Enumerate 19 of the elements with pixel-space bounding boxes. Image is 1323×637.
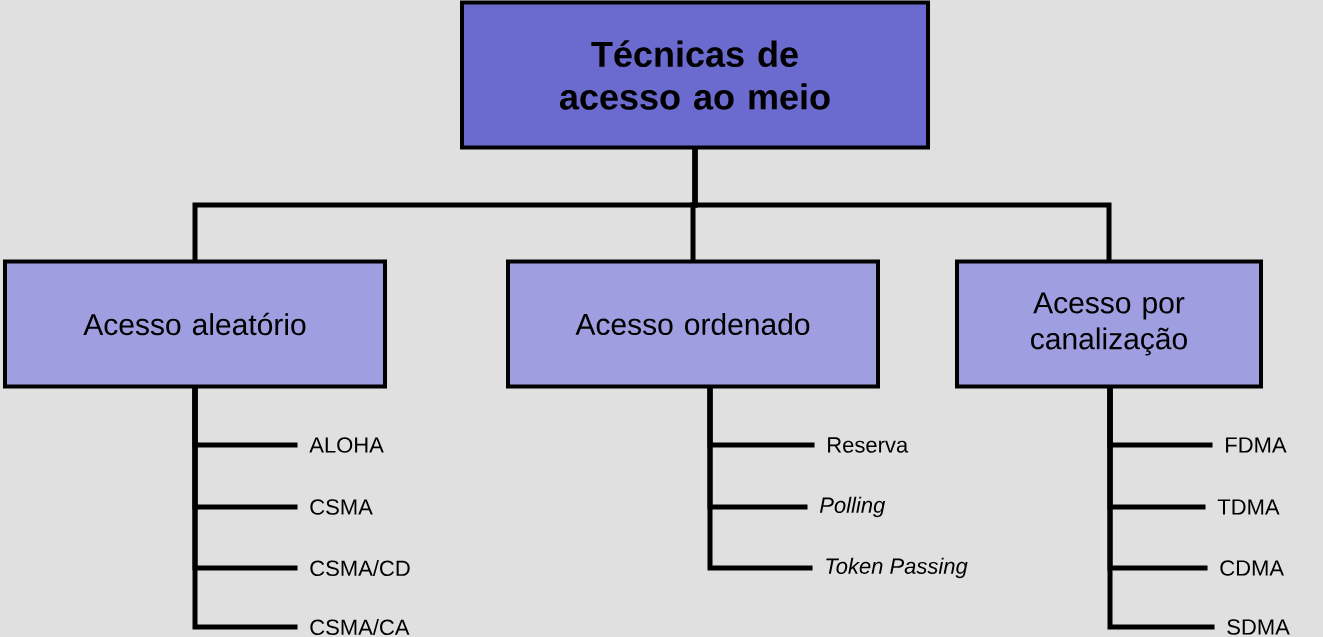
category-box: Acesso por canalização [955,259,1263,389]
connector-line [707,386,813,571]
category-box: Acesso ordenado [506,259,880,389]
category-box: Acesso aleatório [3,259,387,389]
technique-label: CSMA [310,499,373,515]
technique-label: Polling [819,496,886,518]
technique-label: Reserva [828,437,909,453]
technique-label: Token Passing [826,557,968,579]
title-box: Técnicas de acesso ao meio [460,0,930,150]
connector-line [692,147,1112,262]
technique-label: CSMA/CD [310,559,410,577]
connector-line [192,386,298,630]
technique-label: TDMA [1217,499,1280,515]
technique-label: CDMA [1220,560,1284,576]
connector-line [1107,386,1215,630]
technique-label: SDMA [1227,619,1290,635]
technique-label: ALOHA [309,437,384,453]
technique-label: CSMA/CA [310,618,410,636]
technique-label: FDMA [1226,437,1287,453]
